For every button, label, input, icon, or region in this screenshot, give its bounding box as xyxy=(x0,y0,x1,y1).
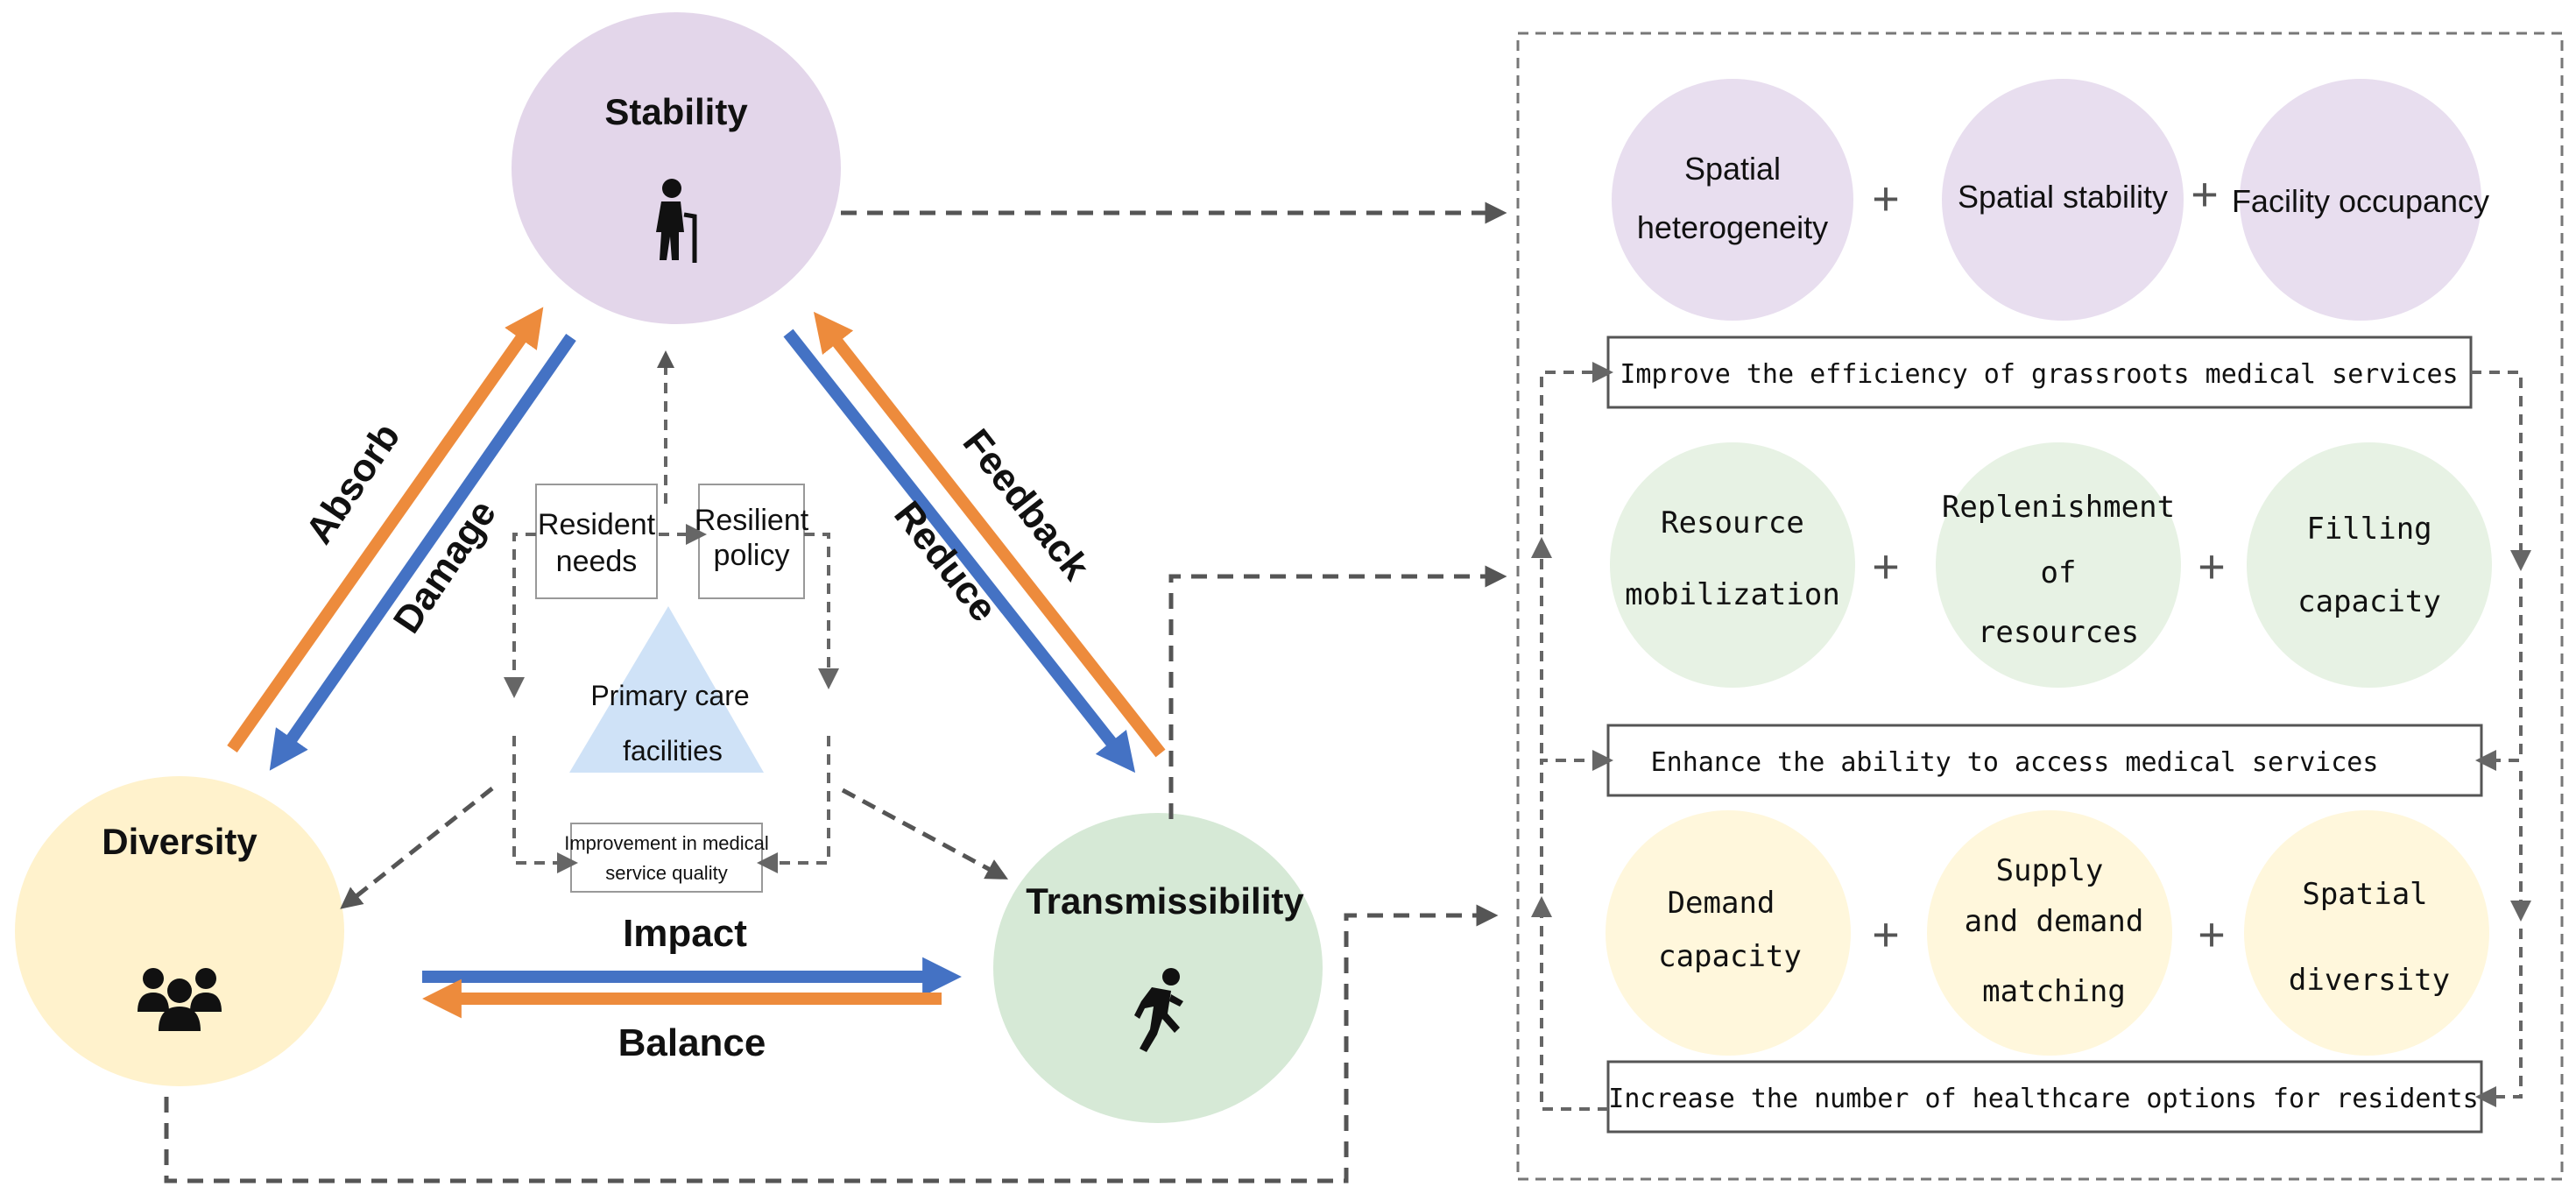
reduce-label: Reduce xyxy=(886,493,1005,629)
row1-item2-line1: Spatial stability xyxy=(1958,179,2168,215)
supply-demand-circle xyxy=(1927,810,2172,1056)
banner3-box xyxy=(1606,1060,2483,1134)
elderly-person-icon xyxy=(656,179,697,263)
spatial-heterogeneity-circle xyxy=(1612,79,1853,321)
center-outward-arrows xyxy=(340,787,1009,909)
center-connectors xyxy=(504,350,839,873)
resident-needs-line2: needs xyxy=(556,545,638,578)
replenishment-circle xyxy=(1936,442,2181,688)
row3-item1-line1: Demand xyxy=(1668,886,1775,921)
row3-circles: Demand capacity + Supply and demand matc… xyxy=(1606,810,2489,1056)
row2-plus2: + xyxy=(2198,540,2226,593)
row3-item3-line2: diversity xyxy=(2289,963,2450,998)
row1-plus2: + xyxy=(2191,168,2219,221)
row3-item3-line1: Spatial xyxy=(2302,877,2427,912)
diversity-to-panel xyxy=(164,904,1499,1183)
running-person-icon xyxy=(1134,968,1183,1052)
row2-item3-line2: capacity xyxy=(2297,584,2441,619)
resilient-policy-line1: Resilient xyxy=(695,504,809,537)
improvement-box xyxy=(570,823,763,893)
row3-item2-line2: and demand xyxy=(1965,904,2144,939)
impact-label: Impact xyxy=(623,912,747,955)
diversity-node: Diversity xyxy=(15,776,344,1086)
demand-capacity-circle xyxy=(1606,810,1851,1056)
primary-care-line2: facilities xyxy=(623,735,723,767)
row3-item1-line2: capacity xyxy=(1658,939,1802,974)
transmissibility-circle xyxy=(993,813,1323,1123)
row2-plus1: + xyxy=(1872,540,1900,593)
transmissibility-to-panel xyxy=(1168,565,1507,819)
row1-item1-line2: heterogeneity xyxy=(1637,209,1828,245)
banner1-box xyxy=(1606,336,2473,409)
damage-arrow xyxy=(269,334,576,771)
resilient-policy-line2: policy xyxy=(714,539,790,572)
center-structure: Resident needs Resilient policy Primary … xyxy=(340,350,1009,909)
resident-needs-box xyxy=(535,484,658,599)
row3-item2-line3: matching xyxy=(1982,974,2126,1009)
right-arrow-pair xyxy=(783,311,1166,774)
row3-plus2: + xyxy=(2198,908,2226,961)
reduce-arrow xyxy=(783,329,1136,774)
balance-label: Balance xyxy=(618,1021,766,1064)
transmissibility-label: Transmissibility xyxy=(1026,880,1304,922)
primary-care-line1: Primary care xyxy=(590,680,749,711)
diversity-label: Diversity xyxy=(102,821,258,862)
panel-flow-loops xyxy=(1531,362,2531,1111)
panel-connectors xyxy=(164,201,1507,1183)
stability-label: Stability xyxy=(604,91,748,132)
absorb-arrow xyxy=(227,307,544,753)
row3-item2-line1: Supply xyxy=(1996,853,2104,888)
diversity-circle xyxy=(15,776,344,1086)
row1-item1-line1: Spatial xyxy=(1684,151,1781,187)
stability-circle xyxy=(512,12,841,324)
bottom-arrow-pair xyxy=(422,957,962,1019)
row1-item3-line1: Facility occupancy xyxy=(2232,183,2489,219)
banner3-text: Increase the number of healthcare option… xyxy=(1608,1084,2478,1114)
primary-care-triangle xyxy=(569,606,764,773)
feedback-arrow xyxy=(813,311,1166,758)
spatial-diversity-circle xyxy=(2244,810,2489,1056)
right-panel: Spatial heterogeneity + Spatial stabilit… xyxy=(1516,32,2564,1181)
left-arrow-pair xyxy=(227,307,576,771)
row2-item1-line2: mobilization xyxy=(1625,577,1840,612)
resilient-policy-box xyxy=(698,484,805,599)
row2-item2-line3: resources xyxy=(1978,615,2139,650)
row2-item2-line2: of xyxy=(2041,555,2077,590)
row2-item1-line1: Resource xyxy=(1661,505,1804,540)
row3-plus1: + xyxy=(1872,908,1900,961)
row2-item3-line1: Filling xyxy=(2306,512,2431,547)
spatial-stability-circle xyxy=(1942,79,2184,321)
filling-capacity-circle xyxy=(2247,442,2492,688)
right-panel-border xyxy=(1516,32,2564,1181)
row1-plus1: + xyxy=(1872,173,1900,225)
banner2-text: Enhance the ability to access medical se… xyxy=(1651,747,2379,778)
row2-circles: Resource mobilization + Replenishment of… xyxy=(1610,442,2492,688)
group-people-icon xyxy=(138,968,222,1031)
improvement-line1: Improvement in medical xyxy=(564,832,769,854)
banner1-text: Improve the efficiency of grassroots med… xyxy=(1620,359,2458,390)
resident-needs-line1: Resident xyxy=(538,508,656,541)
stability-node: Stability xyxy=(512,12,841,324)
improvement-line2: service quality xyxy=(605,862,727,884)
resource-mobilization-circle xyxy=(1610,442,1855,688)
transmissibility-node: Transmissibility xyxy=(993,813,1323,1123)
row1-circles: Spatial heterogeneity + Spatial stabilit… xyxy=(1612,79,2489,321)
row2-item2-line1: Replenishment xyxy=(1942,490,2175,525)
facility-occupancy-circle xyxy=(2240,79,2481,321)
